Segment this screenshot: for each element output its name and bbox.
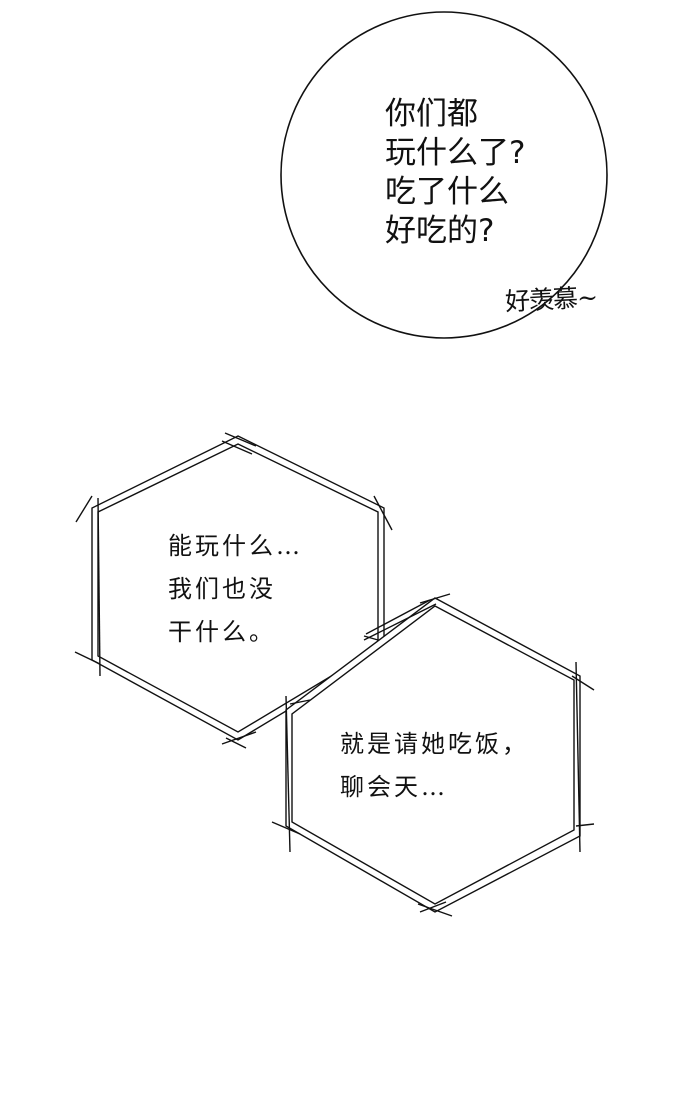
circle-bubble-line: 好吃的? [385, 213, 495, 249]
circle-bubble-line: 玩什么了? [385, 135, 526, 171]
hexagon-bubble-2-line: 就是请她吃饭， [340, 730, 529, 758]
hexagon-bubble-1-text: 能玩什么… 我们也没 干什么。 [168, 525, 303, 654]
sfx-text: 好羡慕~ [504, 282, 598, 317]
hexagon-bubble-1-line: 能玩什么… [168, 532, 303, 560]
hexagon-bubble-2 [271, 593, 595, 917]
hexagon-bubble-2-line: 聊会天… [340, 773, 448, 801]
hexagon-bubble-1 [74, 432, 393, 749]
hexagon-bubble-2-text: 就是请她吃饭， 聊会天… [340, 723, 529, 809]
circle-bubble-text: 你们都 玩什么了? 吃了什么 好吃的? [385, 95, 525, 251]
hexagon-bubble-1-line: 干什么。 [168, 618, 276, 646]
circle-speech-bubble [280, 11, 608, 339]
hexagon-bubble-1-line: 我们也没 [168, 575, 276, 603]
circle-bubble-line: 吃了什么 [385, 174, 509, 210]
circle-bubble-line: 你们都 [385, 96, 478, 132]
